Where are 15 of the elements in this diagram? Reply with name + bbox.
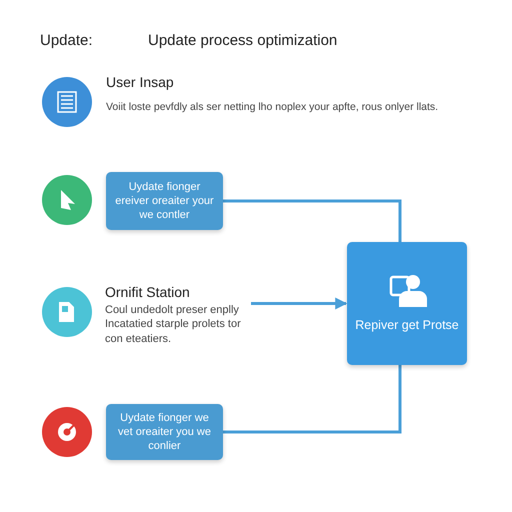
process-box [106,172,223,230]
connector-line [223,200,402,242]
box-text: Uydate fionger we vet oreaiter you we conlier [117,410,212,454]
item-description: Coul undedolt preser enplly Incatatied starple prolets tor con eteatiers. [105,303,242,346]
item-heading: User Insap [106,74,174,90]
heading-label: Update: [40,32,93,49]
connector-line [223,365,402,434]
title: Update process optimization [148,32,338,49]
arrow [251,298,348,310]
item-heading: Ornifit Station [105,283,191,302]
process-box [106,404,223,460]
item-description: Voiit loste pevfdly als ser netting lho noplex your apfte, rous onlyer llats. [106,101,438,113]
result-box [347,242,467,365]
box-text: Uydate fionger ereiver oreaiter your we contler [114,180,215,222]
box-text: Repiver get Protse [354,317,460,334]
